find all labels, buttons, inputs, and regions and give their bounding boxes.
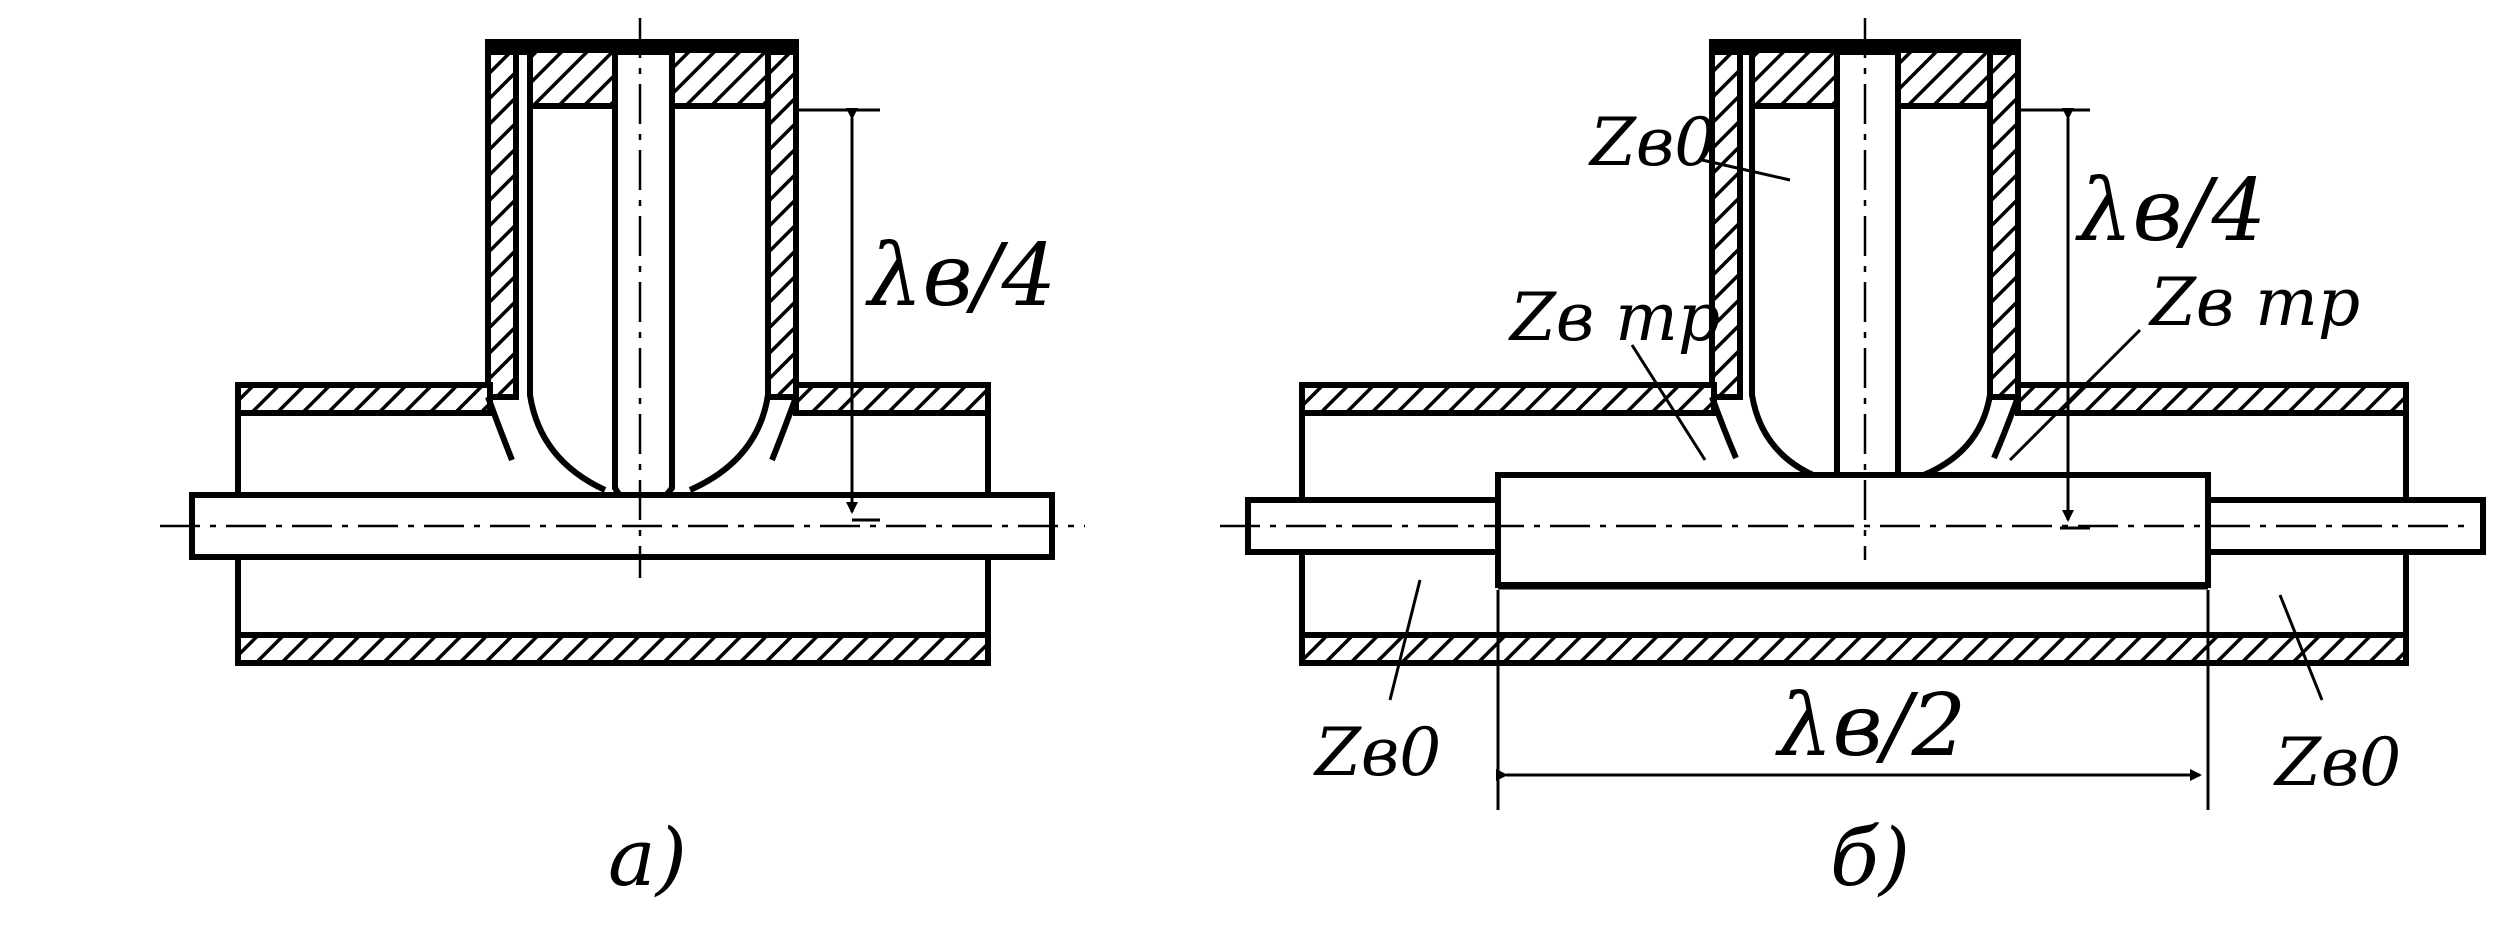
- dimension-quarter-label-a: λв/4: [865, 226, 1056, 326]
- dimension-half-label-b: λв/2: [1775, 676, 1966, 776]
- line-impedance-label-right-b: Zв0: [2273, 724, 2401, 801]
- stub-impedance-label-b: Zв0: [1588, 104, 1716, 181]
- transformer-impedance-label-right-b: Zв тр: [2148, 264, 2360, 341]
- dimension-quarter-label-b: λв/4: [2075, 161, 2266, 261]
- stub-inner-boundary-b: [1749, 106, 1993, 481]
- line-impedance-label-left-b: Zв0: [1313, 714, 1441, 791]
- stub-center-conductor-a: [612, 50, 675, 534]
- transformer-impedance-label-left-b: Zв тр: [1508, 279, 1720, 356]
- main-line-outer-wall-a: [235, 382, 991, 666]
- stub-center-conductor-b: [1834, 50, 1901, 528]
- centerlines-b: [1220, 18, 2470, 560]
- figure-b: [1220, 18, 2486, 810]
- centerlines-a: [160, 18, 1085, 578]
- caption-b: б): [1830, 811, 1910, 904]
- dimension-half-b: [1496, 590, 2210, 810]
- caption-a: а): [608, 811, 687, 904]
- leader-lines-b: [1388, 158, 2324, 701]
- main-line-outer-wall-b: [1299, 382, 2409, 666]
- stub-plug-a: [527, 47, 771, 109]
- figure-a: [160, 18, 1085, 666]
- stub-outer-wall-a: [485, 39, 799, 400]
- dimension-quarter-b: [2018, 108, 2090, 530]
- stub-inner-boundary-a: [527, 106, 771, 493]
- dimension-quarter-a: [796, 108, 880, 522]
- stub-plug-b: [1749, 47, 1993, 109]
- quarter-wave-transformer-b: [1495, 472, 2211, 588]
